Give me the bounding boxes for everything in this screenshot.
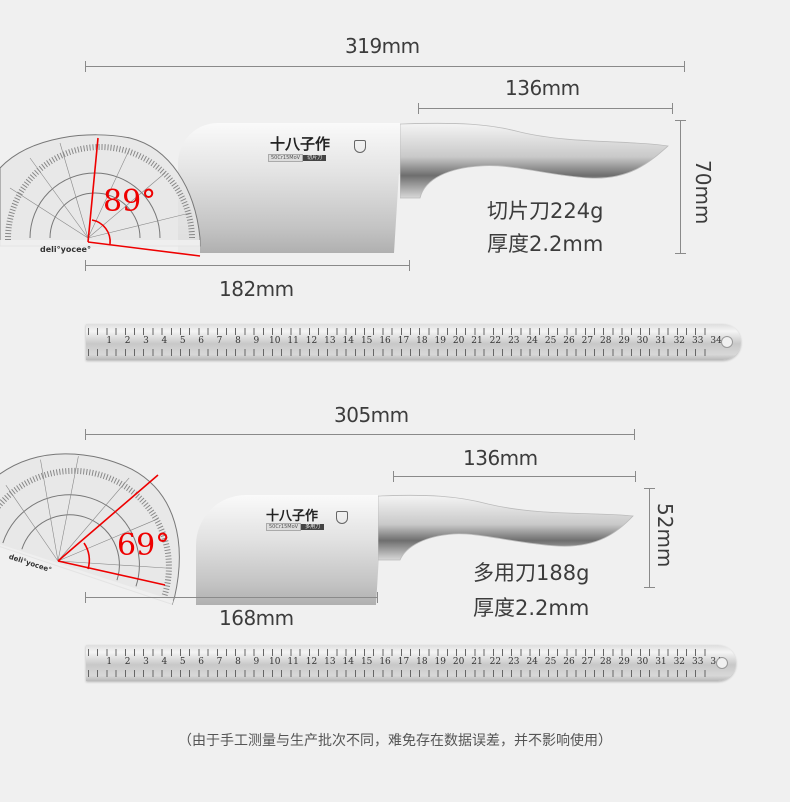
- angle-label: 69°: [117, 528, 171, 563]
- handle-length-dimension-line: [393, 471, 636, 482]
- measurement-disclaimer: （由于手工测量与生产批次不同，难免存在数据误差，并不影响使用）: [178, 733, 612, 749]
- ruler-ticks-bottom: [88, 670, 706, 677]
- protractor: deli°yocee°: [0, 453, 180, 610]
- blade-length-dimension-line: [85, 260, 410, 271]
- shield-icon: [336, 511, 348, 524]
- blade-length-label: 168mm: [219, 606, 294, 630]
- shield-icon: [354, 140, 366, 153]
- brand-logo: 十八子作: [270, 135, 331, 153]
- thickness-label: 厚度2.2mm: [487, 232, 604, 256]
- knife-type-tag: 多用刀: [301, 524, 325, 530]
- handle-length-label: 136mm: [463, 446, 538, 470]
- protractor-brand: deli°yocee°: [40, 245, 91, 254]
- ruler-ticks-bottom: [88, 349, 711, 356]
- blade-length-label: 182mm: [219, 277, 294, 301]
- height-label: 70mm: [691, 160, 715, 225]
- handle-length-dimension-line: [418, 103, 673, 114]
- knife-handle: [378, 494, 634, 561]
- height-label: 52mm: [653, 503, 677, 568]
- blade-length-dimension-line: [85, 592, 378, 603]
- steel-code: 50Cr15MoV: [266, 523, 302, 531]
- thickness-label: 厚度2.2mm: [473, 596, 590, 620]
- ruler-hole: [721, 336, 733, 348]
- brand-logo: 十八子作: [266, 509, 319, 524]
- total-length-dimension-line: [85, 429, 635, 440]
- total-length-dimension-line: [85, 61, 685, 72]
- ruler-ticks-top: [88, 328, 711, 335]
- handle-length-label: 136mm: [505, 76, 580, 100]
- height-dimension-line: [644, 488, 655, 588]
- total-length-label: 305mm: [334, 403, 409, 427]
- ruler-hole: [716, 657, 728, 669]
- height-dimension-line: [675, 120, 686, 254]
- knife-blade: [196, 495, 396, 605]
- ruler-ticks-top: [88, 649, 706, 656]
- angle-label: 89°: [103, 184, 157, 219]
- steel-code: 50Cr15MoV: [268, 154, 304, 162]
- knife-handle: [400, 122, 669, 199]
- weight-label: 多用刀188g: [473, 561, 590, 585]
- knife-blade: [178, 123, 418, 253]
- total-length-label: 319mm: [345, 34, 420, 58]
- knife-type-tag: 切片刀: [303, 155, 327, 161]
- protractor: deli°yocee°: [0, 134, 201, 257]
- weight-label: 切片刀224g: [487, 199, 604, 223]
